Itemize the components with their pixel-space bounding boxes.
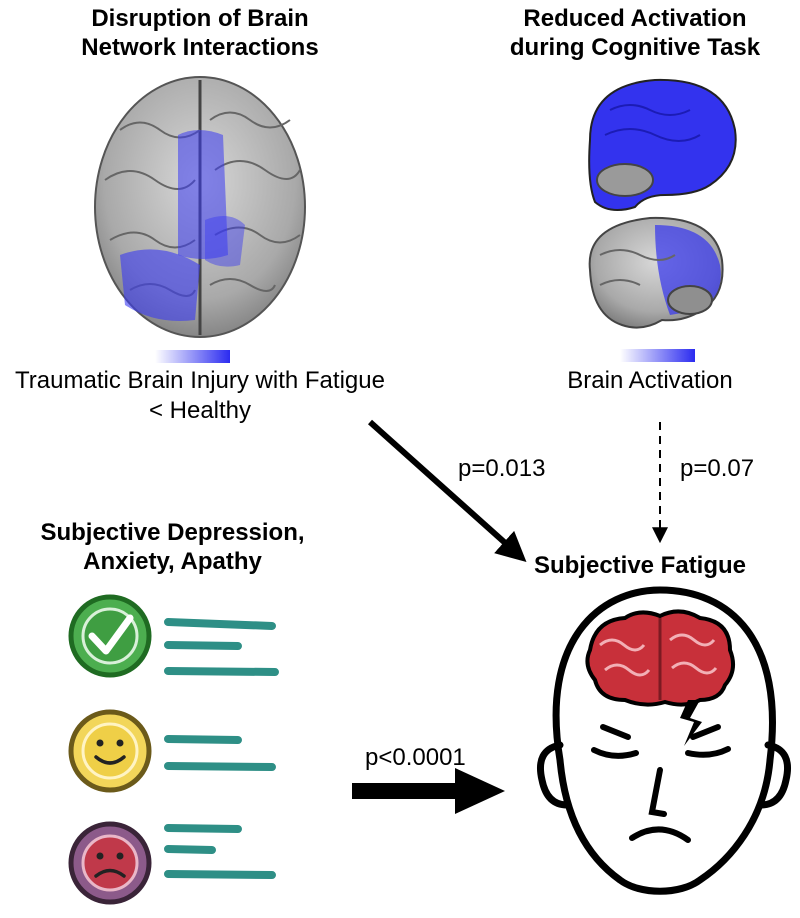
frown-answer-lines [164, 824, 276, 879]
activation-caption: Brain Activation [567, 367, 733, 394]
lightning-crack-icon [680, 700, 702, 746]
head-face-features [591, 724, 731, 843]
activation-p-value: p=0.07 [680, 455, 755, 482]
network-caption-line2: < Healthy [148, 397, 252, 424]
outcome-title: Subjective Fatigue [533, 552, 747, 579]
questionnaire-to-fatigue-arrow [352, 768, 505, 814]
network-panel-title: Disruption of Brain Network Interactions [30, 4, 370, 62]
network-title-line2: Network Interactions [81, 34, 319, 61]
network-title-line1: Disruption of Brain [91, 5, 309, 32]
smile-face-icon [68, 709, 152, 793]
check-answer-lines [164, 618, 279, 676]
questionnaire-title-line2: Anxiety, Apathy [83, 548, 262, 575]
network-p-value: p=0.013 [458, 455, 546, 482]
frown-face-icon [68, 821, 152, 905]
network-caption-line1: Traumatic Brain Injury with Fatigue [15, 367, 385, 394]
activation-color-scale [620, 349, 695, 362]
questionnaire-title-line1: Subjective Depression, [40, 519, 305, 546]
red-brain-icon [585, 609, 736, 707]
activation-panel-title: Reduced Activation during Cognitive Task [470, 4, 800, 62]
activation-title-line1: Reduced Activation [523, 5, 747, 32]
network-color-scale [155, 350, 230, 363]
brain-side-view-lower-image [588, 216, 724, 329]
questionnaire-panel-title: Subjective Depression, Anxiety, Apathy [0, 518, 345, 576]
brain-top-view-image [94, 76, 306, 338]
network-to-fatigue-arrow [367, 419, 527, 563]
activation-title-line2: during Cognitive Task [509, 34, 761, 61]
check-icon [68, 594, 152, 678]
network-caption: Traumatic Brain Injury with Fatigue < He… [0, 366, 400, 426]
smile-answer-lines [164, 735, 276, 771]
questionnaire-p-value: p<0.0001 [365, 744, 466, 771]
brain-side-view-upper-image [588, 78, 737, 212]
